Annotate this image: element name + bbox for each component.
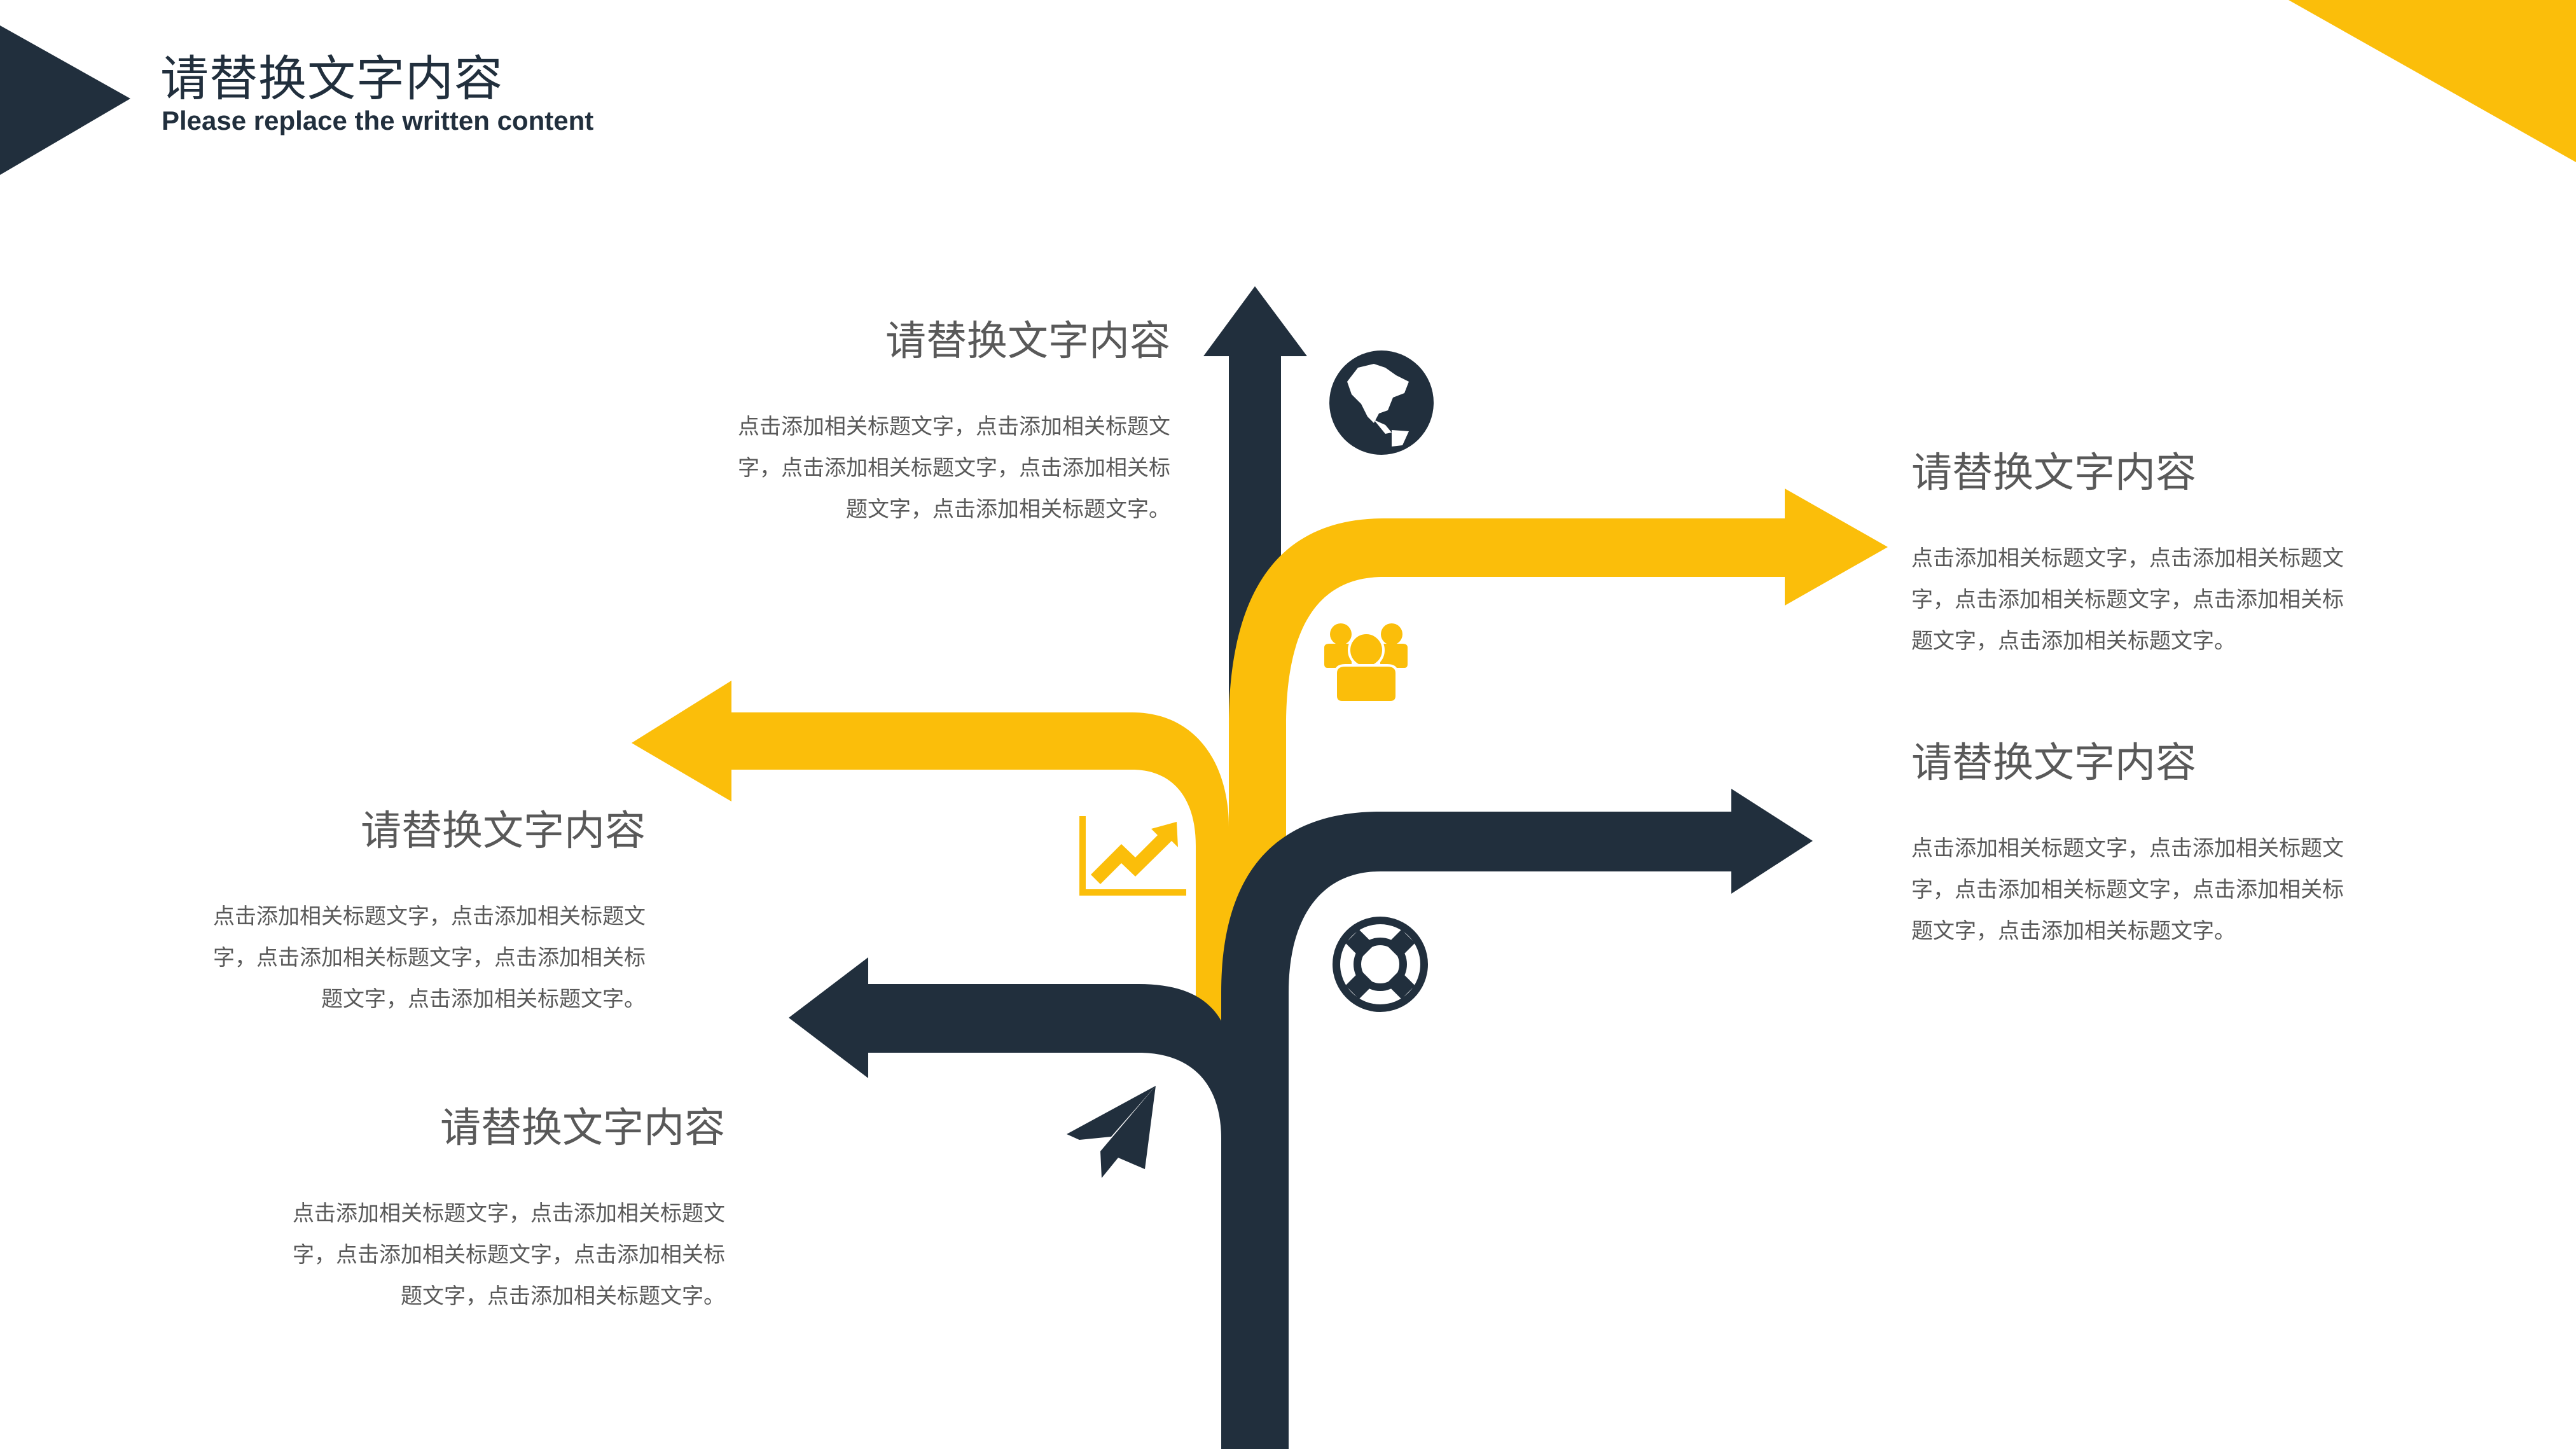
page-subtitle: Please replace the written content — [162, 106, 594, 135]
globe-icon — [1329, 350, 1434, 455]
branch-title: 请替换文字内容 — [885, 318, 1170, 365]
branch-title: 请替换文字内容 — [1911, 740, 2196, 787]
branch-description: 点击添加相关标题文字，点击添加相关标题文字，点击添加相关标题文字，点击添加相关标… — [213, 904, 646, 1012]
branch-top-right-text: 请替换文字内容 点击添加相关标题文字，点击添加相关标题文字，点击添加相关标题文字… — [1911, 453, 2357, 662]
branch-top-left-text: 请替换文字内容 点击添加相关标题文字，点击添加相关标题文字，点击添加相关标题文字… — [725, 321, 1170, 530]
branch-description: 点击添加相关标题文字，点击添加相关标题文字，点击添加相关标题文字，点击添加相关标… — [738, 414, 1170, 522]
branch-description: 点击添加相关标题文字，点击添加相关标题文字，点击添加相关标题文字，点击添加相关标… — [1911, 836, 2344, 944]
arrow-right-yellow — [1229, 489, 1888, 1018]
branch-middle-left-text: 请替换文字内容 点击添加相关标题文字，点击添加相关标题文字，点击添加相关标题文字… — [200, 811, 646, 1020]
branch-title: 请替换文字内容 — [361, 808, 646, 855]
paper-plane-icon — [1067, 1086, 1156, 1178]
lifebuoy-icon — [1333, 917, 1428, 1012]
arrow-left-navy — [789, 957, 1234, 1449]
branch-description: 点击添加相关标题文字，点击添加相关标题文字，点击添加相关标题文字，点击添加相关标… — [293, 1201, 725, 1309]
page-title: 请替换文字内容 — [160, 50, 503, 107]
branch-title: 请替换文字内容 — [1911, 450, 2196, 497]
corner-triangle-decoration — [2289, 0, 2576, 162]
arrow-right-navy — [1221, 789, 1813, 1449]
users-group-icon — [1324, 623, 1408, 704]
branch-description: 点击添加相关标题文字，点击添加相关标题文字，点击添加相关标题文字，点击添加相关标… — [1911, 546, 2344, 654]
branch-title: 请替换文字内容 — [440, 1105, 725, 1152]
branch-middle-right-text: 请替换文字内容 点击添加相关标题文字，点击添加相关标题文字，点击添加相关标题文字… — [1911, 743, 2357, 952]
trend-chart-icon — [1079, 816, 1186, 896]
header-triangle-decoration — [0, 25, 130, 175]
branch-bottom-left-text: 请替换文字内容 点击添加相关标题文字，点击添加相关标题文字，点击添加相关标题文字… — [280, 1108, 725, 1317]
arrow-left-yellow — [632, 681, 1229, 1030]
